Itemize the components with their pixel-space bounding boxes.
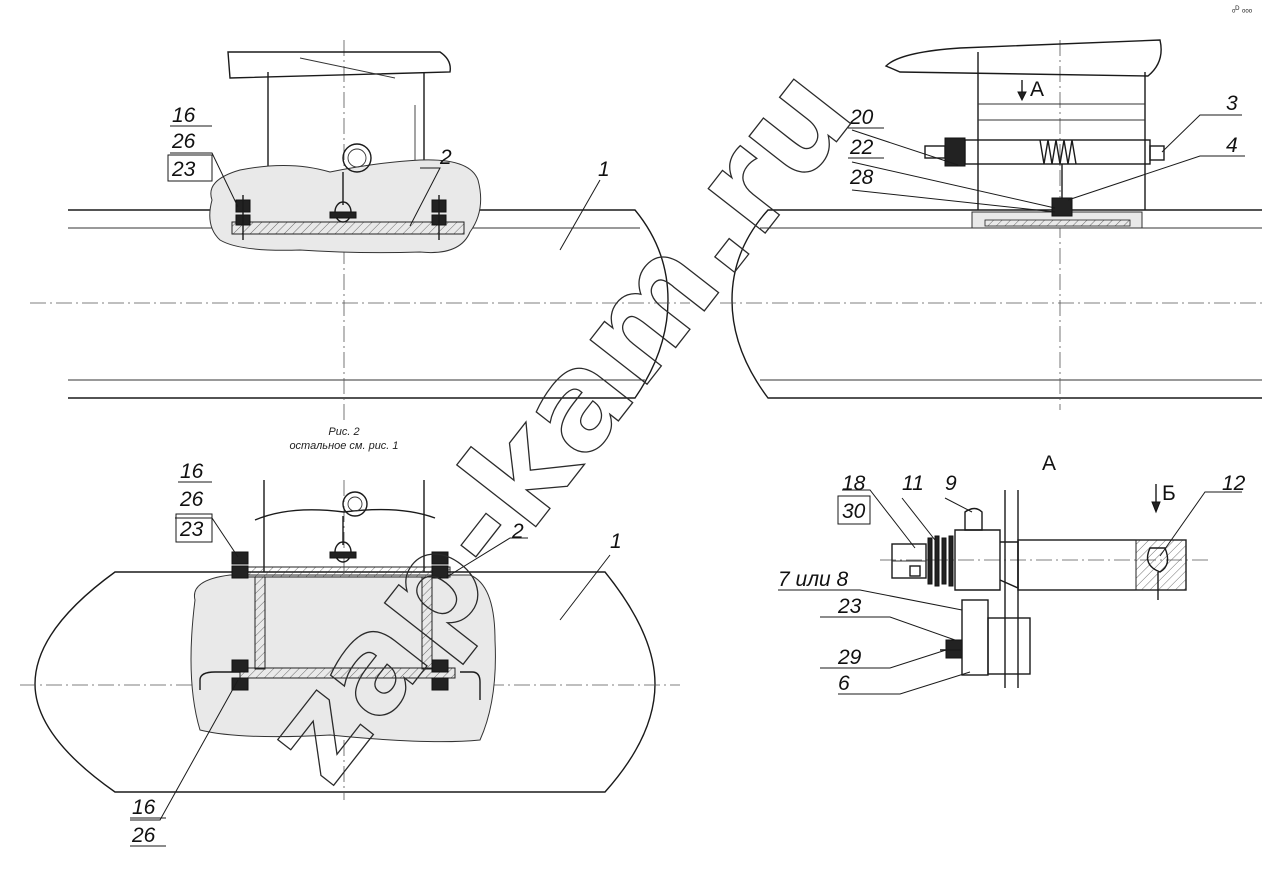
callout-9: 9: [945, 472, 957, 495]
callout-1: 1: [598, 158, 610, 181]
tank-oval-outline: [34, 571, 656, 793]
cutaway-region: [190, 574, 496, 743]
figure-caption-title: Рис. 2: [328, 426, 359, 438]
watermark: zap-kam.ru: [234, 38, 884, 810]
callout-11: 11: [902, 472, 924, 495]
callout-26: 26: [171, 130, 196, 153]
spring: [1039, 139, 1077, 165]
view-b-arrow-label: Б: [1162, 482, 1176, 505]
callout-20: 20: [849, 106, 874, 129]
callout-22: 22: [849, 136, 874, 159]
view-a-arrow-label: А: [1030, 78, 1044, 101]
callout-26: 26: [179, 488, 204, 511]
lock-ring: [342, 143, 372, 173]
callout-4: 4: [1226, 134, 1238, 157]
callout-7-or-8: 7 или 8: [778, 568, 849, 591]
callout-2: 2: [511, 520, 524, 543]
disc-spring-pack: [927, 535, 954, 587]
callout-29: 29: [837, 646, 862, 669]
callout-23: 23: [171, 158, 196, 181]
callout-2: 2: [439, 146, 452, 169]
callout-1: 1: [610, 530, 622, 553]
view-top-left: [30, 40, 690, 420]
callout-26: 26: [131, 824, 156, 847]
callout-3: 3: [1226, 92, 1238, 115]
tank-body-outline: [731, 209, 1262, 399]
callout-16: 16: [180, 460, 204, 483]
callout-23: 23: [837, 595, 862, 618]
view-a-detail: [778, 484, 1242, 695]
tank-body-outline: [68, 209, 669, 399]
callout-30: 30: [842, 500, 866, 523]
view-top-right: [720, 39, 1262, 410]
figure-caption-note: остальное см. рис. 1: [289, 440, 398, 452]
callout-18: 18: [842, 472, 866, 495]
callout-6: 6: [838, 672, 850, 695]
callout-16: 16: [132, 796, 156, 819]
callout-12: 12: [1222, 472, 1246, 495]
callout-23: 23: [179, 518, 204, 541]
callout-16: 16: [172, 104, 196, 127]
view-bottom-left: [20, 480, 680, 821]
callout-28: 28: [849, 166, 874, 189]
view-a-title: А: [1042, 452, 1056, 475]
corner-mark: ₒᴰ ₒₒₒ: [1232, 4, 1253, 14]
